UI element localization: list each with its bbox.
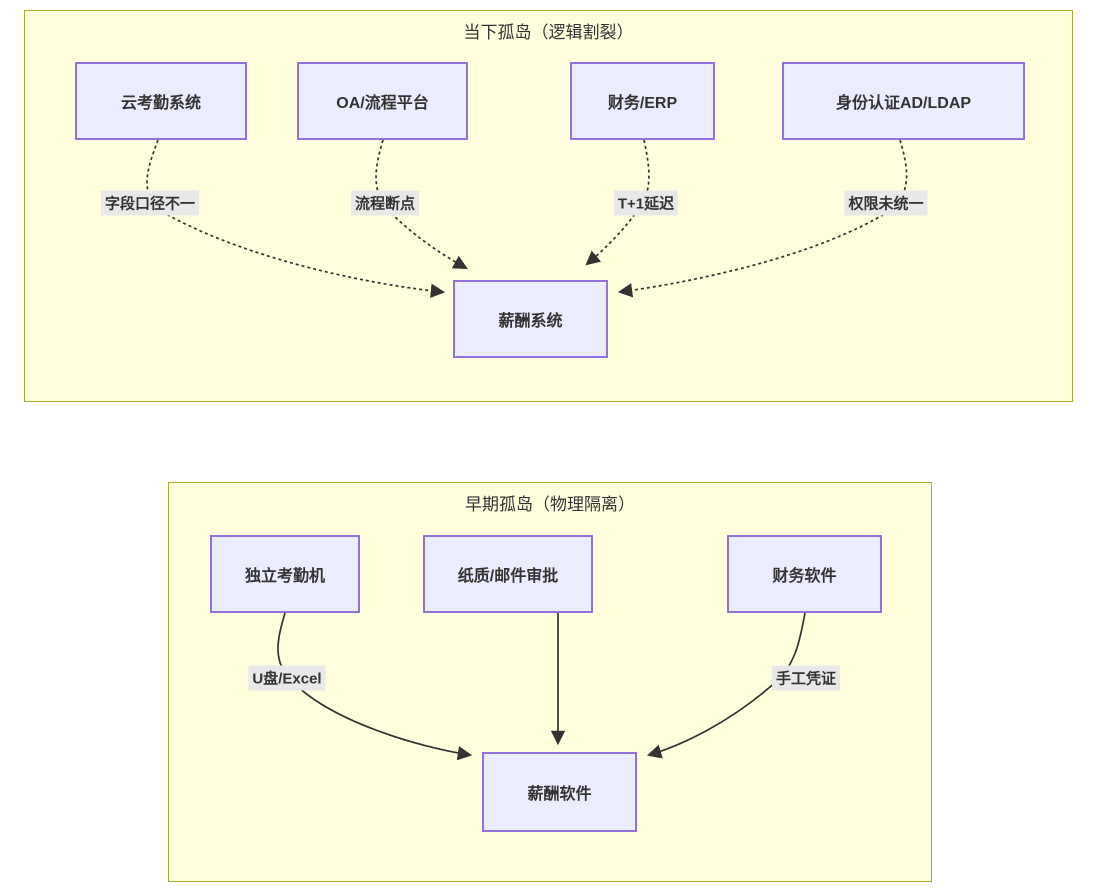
edge-label-field-mismatch: 字段口径不一 [100, 190, 200, 216]
edge-label-manual-voucher: 手工凭证 [771, 665, 841, 691]
cluster-current-islands-title: 当下孤岛（逻辑割裂） [463, 23, 634, 42]
node-standalone-clock: 独立考勤机 [210, 535, 360, 613]
node-oa-platform: OA/流程平台 [297, 62, 468, 140]
node-payroll-system: 薪酬系统 [453, 280, 608, 358]
cluster-early-islands-title: 早期孤岛（物理隔离） [465, 495, 635, 514]
node-identity-adldap: 身份认证AD/LDAP [782, 62, 1025, 140]
edge-label-t1-delay: T+1延迟 [613, 190, 679, 216]
node-cloud-attendance: 云考勤系统 [75, 62, 247, 140]
edge-label-permissions-not-unified: 权限未统一 [844, 190, 928, 216]
edge-label-process-break: 流程断点 [350, 190, 420, 216]
node-paper-email-approval: 纸质/邮件审批 [423, 535, 593, 613]
node-finance-software: 财务软件 [727, 535, 882, 613]
edge-label-usb-excel: U盘/Excel [248, 665, 326, 691]
node-payroll-software: 薪酬软件 [482, 752, 637, 832]
node-finance-erp: 财务/ERP [570, 62, 715, 140]
